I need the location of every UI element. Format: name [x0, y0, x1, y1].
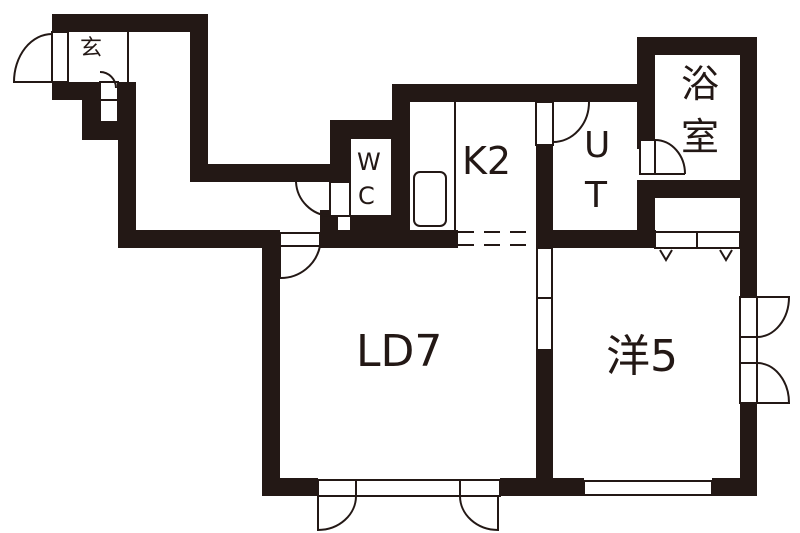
fixtures	[12, 31, 791, 532]
room-label-wc-line2: C	[358, 182, 375, 210]
room-label-bath-line1: 浴	[681, 62, 720, 106]
entrance-door-swing	[12, 33, 53, 83]
room-label-genkan: 玄	[80, 36, 103, 61]
room-label-living-dining: LD7	[356, 326, 443, 377]
room-label-bath-line2: 室	[681, 115, 720, 159]
room-label-wc-line1: W	[357, 148, 381, 176]
walls	[52, 14, 757, 496]
room-label-kitchen: K2	[462, 139, 512, 183]
room-label-utility-line2: T	[585, 175, 607, 216]
room-label-utility-line1: U	[584, 125, 611, 166]
room-label-western-room: 洋5	[606, 331, 678, 382]
